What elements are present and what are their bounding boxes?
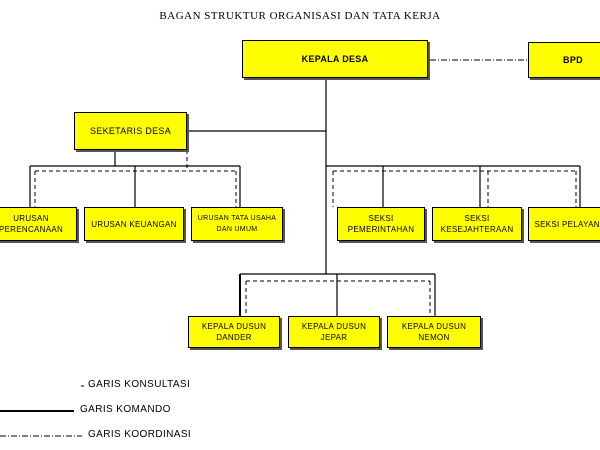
box-urusan-perencanaan: URUSAN PERENCANAAN (0, 207, 77, 241)
box-bpd: BPD (528, 42, 600, 78)
legend-komando: GARIS KOMANDO (80, 404, 171, 415)
box-kadus-nemon: KEPALA DUSUN NEMON (387, 316, 481, 348)
page-title: BAGAN STRUKTUR ORGANISASI DAN TATA KERJA (159, 10, 441, 22)
legend-koordinasi: GARIS KOORDINASI (88, 429, 192, 440)
box-seksi-pemerintahan: SEKSI PEMERINTAHAN (337, 207, 425, 241)
box-kepala-desa: KEPALA DESA (242, 40, 428, 78)
box-seksi-kesejahteraan: SEKSI KESEJAHTERAAN (432, 207, 522, 241)
box-sekretaris-desa: SEKETARIS DESA (74, 112, 187, 150)
box-urusan-tata-usaha: URUSAN TATA USAHA DAN UMUM (191, 207, 283, 241)
legend-konsultasi: GARIS KONSULTASI (88, 379, 191, 390)
box-urusan-keuangan: URUSAN KEUANGAN (84, 207, 184, 241)
box-kadus-dander: KEPALA DUSUN DANDER (188, 316, 280, 348)
box-kadus-jepar: KEPALA DUSUN JEPAR (288, 316, 380, 348)
box-seksi-pelayanan: SEKSI PELAYANAN (528, 207, 600, 241)
